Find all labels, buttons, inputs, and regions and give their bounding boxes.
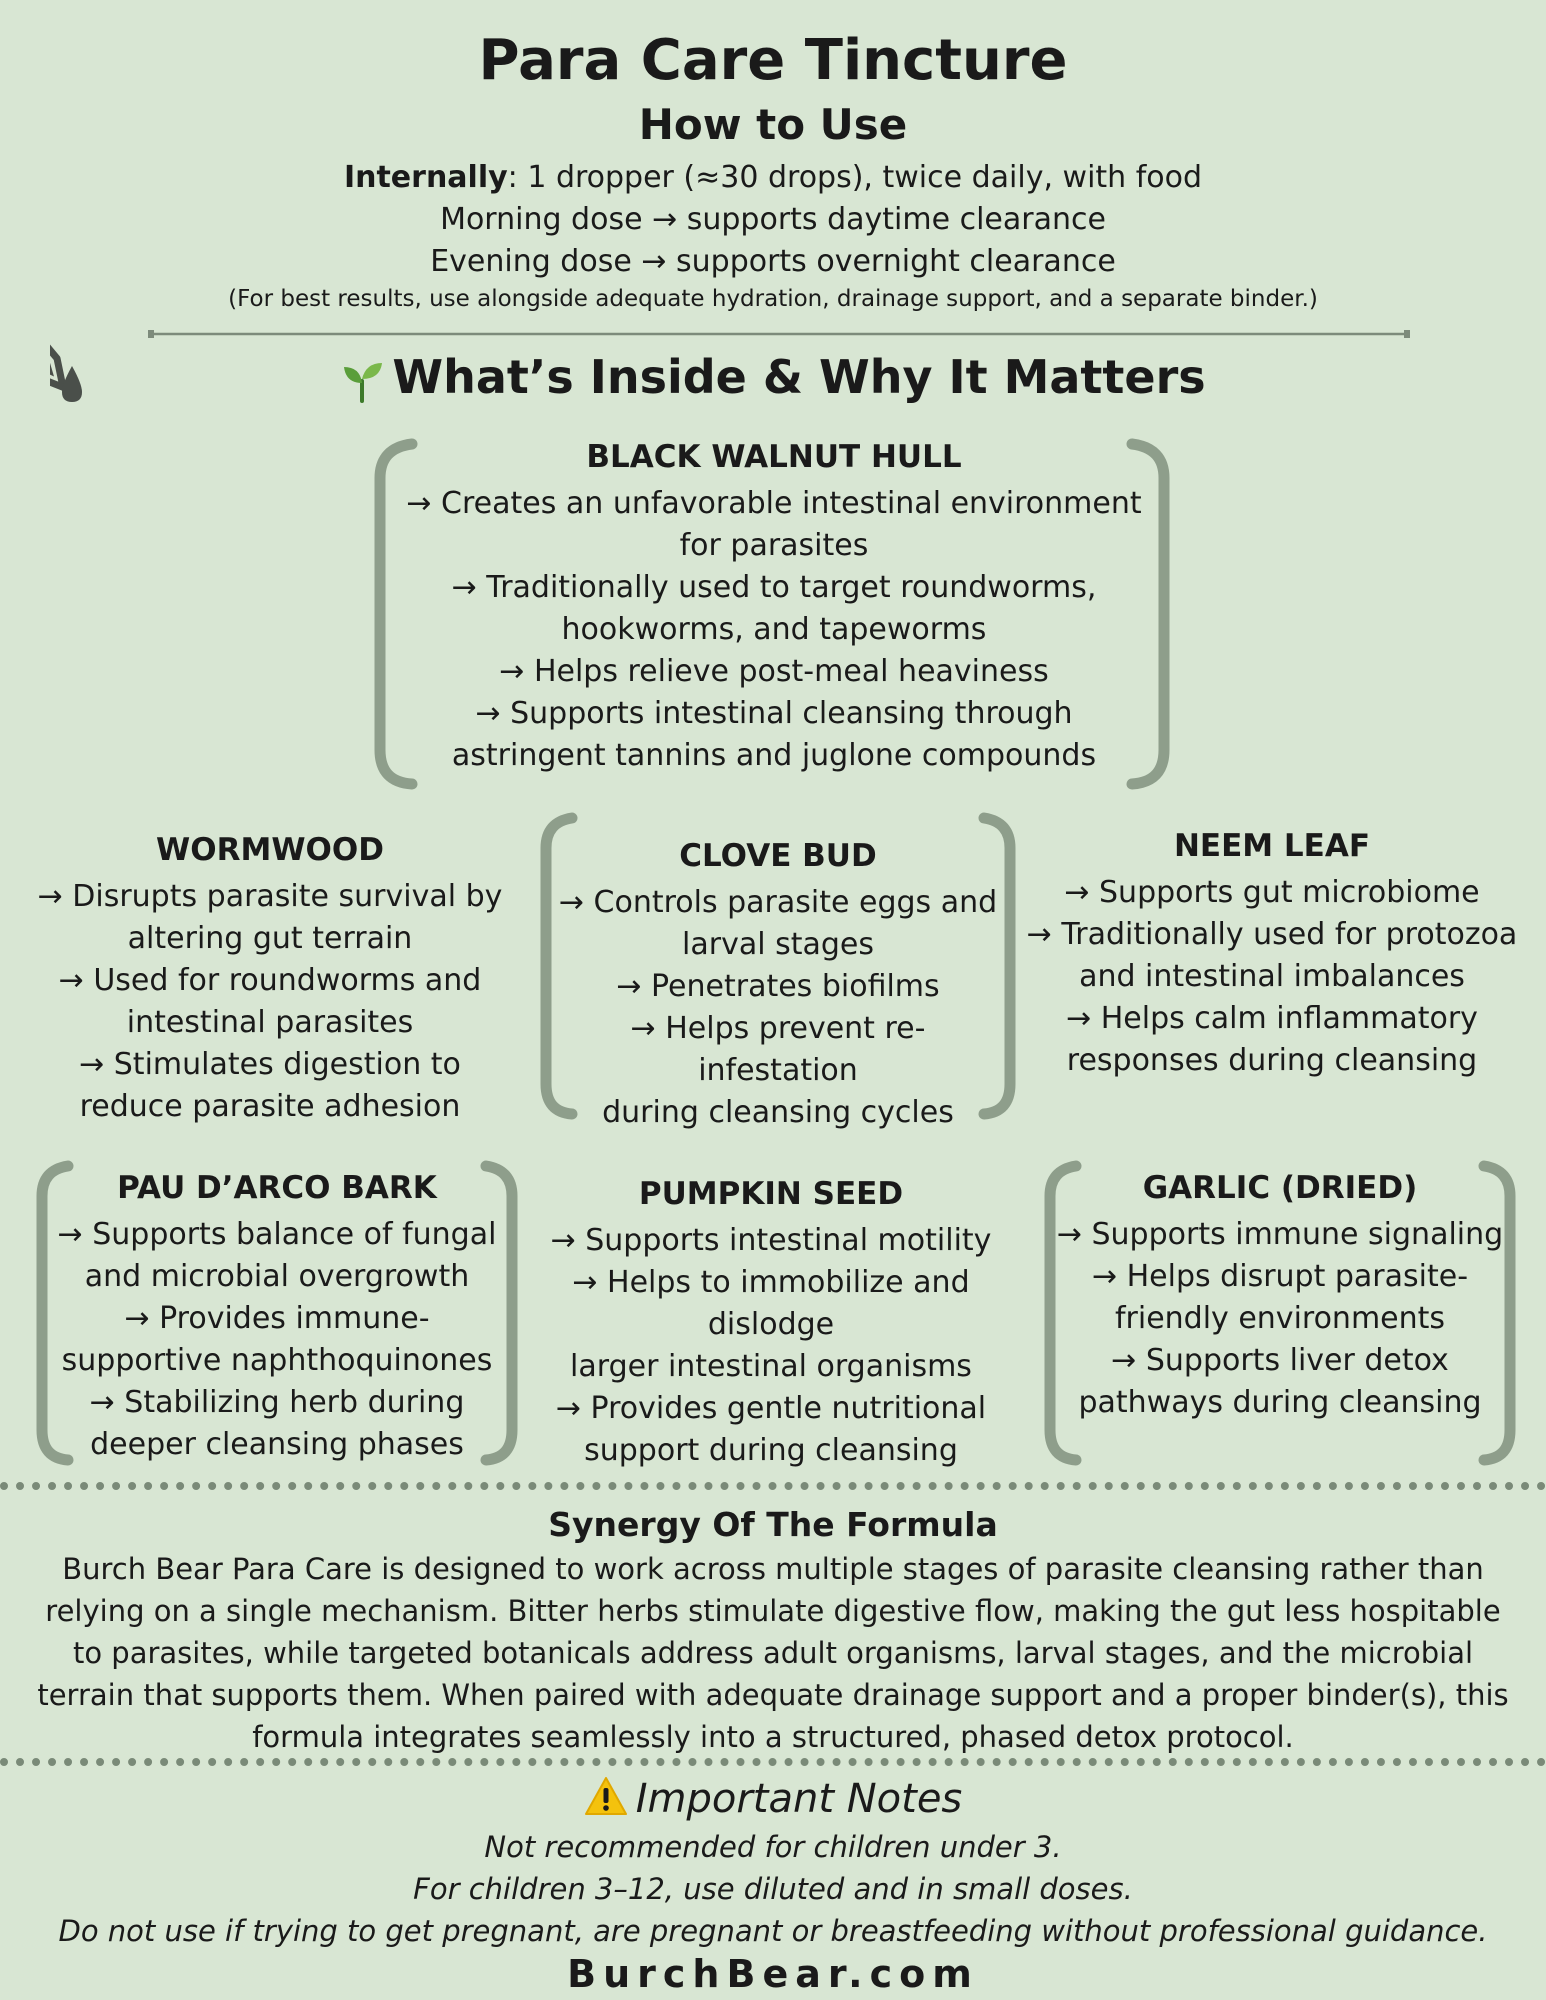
page-title: Para Care Tincture [478,28,1068,93]
ingredient-line: support during cleansing [584,1433,958,1468]
ingredient-pau-darco-bark: PAU D’ARCO BARK → Supports balance of fu… [46,1166,508,1466]
ingredient-line: → Penetrates biofilms [616,969,940,1004]
ingredient-line: → Stabilizing herb during [89,1385,465,1420]
ingredient-line: → Supports intestinal cleansing through [475,696,1073,731]
ingredient-line: → Supports liver detox [1111,1343,1449,1378]
footer-url[interactable]: BurchBear.com [567,1952,979,1996]
ingredient-line: larval stages [682,927,874,962]
ingredient-line: altering gut terrain [127,921,413,956]
ingredient-line: pathways during cleansing [1078,1385,1482,1420]
ingredient-name: NEEM LEAF [1173,828,1371,864]
note-line: Not recommended for children under 3. [484,1830,1062,1864]
ingredient-line: → Used for roundworms and [58,963,482,998]
ingredient-line: → Disrupts parasite survival by [37,879,503,914]
dotted-divider [0,1758,1546,1766]
page-subtitle: How to Use [638,100,908,149]
ingredient-line: astringent tannins and juglone compounds [451,738,1097,773]
ingredient-line: → Supports immune signaling [1056,1217,1504,1252]
ingredient-line: → Helps calm inflammatory [1066,1001,1478,1036]
ingredient-line: friendly environments [1114,1301,1446,1336]
ingredient-name: PAU D’ARCO BARK [117,1170,437,1206]
bracket-clove-bud [540,812,1016,1120]
ingredient-line: → Creates an unfavorable intestinal envi… [406,486,1142,521]
ingredient-line: and intestinal imbalances [1079,959,1465,994]
usage-evening: Evening dose → supports overnight cleara… [430,244,1116,279]
warning-icon [584,1777,627,1815]
ingredient-line: → Provides gentle nutritional [555,1391,987,1426]
ingredient-line: responses during cleansing [1066,1043,1478,1078]
ingredient-pumpkin-seed: PUMPKIN SEED → Supports intestinal motil… [516,1172,1026,1472]
note-line: Do not use if trying to get pregnant, ar… [58,1914,1488,1948]
usage-internal-label: Internally [343,160,508,195]
ingredient-name: WORMWOOD [156,832,384,868]
synergy-text: Burch Bear Para Care is designed to work… [37,1552,1509,1754]
notes-title-text: Important Notes [635,1776,963,1822]
ingredient-line: → Stimulates digestion to [79,1047,461,1082]
ingredient-line: → Supports gut microbiome [1064,875,1480,910]
ingredient-neem-leaf: NEEM LEAF → Supports gut microbiome → Tr… [1016,824,1528,1082]
ingredient-line: → Helps relieve post-meal heaviness [499,654,1049,689]
bracket-pau-darco [36,1160,518,1466]
ingredient-line: larger intestinal organisms [570,1349,972,1384]
ingredient-line: → Helps prevent re-infestation [630,1011,926,1088]
usage-note: (For best results, use alongside adequat… [228,286,1318,312]
ingredient-line: intestinal parasites [126,1005,414,1040]
ingredient-line: hookworms, and tapeworms [561,612,987,647]
section-title: What’s Inside & Why It Matters [0,350,1546,404]
notes-title: Important Notes [0,1776,1546,1822]
ingredient-name: GARLIC (DRIED) [1142,1170,1418,1206]
ingredient-clove-bud: CLOVE BUD → Controls parasite eggs and l… [552,834,1004,1134]
synergy-title: Synergy Of The Formula [548,1505,998,1544]
bracket-garlic [1044,1160,1516,1466]
ingredient-line: → Helps disrupt parasite- [1091,1259,1469,1294]
section-title-text: What’s Inside & Why It Matters [392,350,1206,404]
ingredient-line: → Traditionally used for protozoa [1026,917,1518,952]
dotted-divider [0,1482,1546,1490]
ingredient-wormwood: WORMWOOD → Disrupts parasite survival by… [20,828,520,1128]
usage-internal-text: : 1 dropper (≈30 drops), twice daily, wi… [507,160,1203,195]
ingredient-line: → Provides immune- [124,1301,430,1336]
header-divider [148,330,1410,338]
ingredient-name: PUMPKIN SEED [638,1176,904,1212]
ingredient-line: supportive naphthoquinones [61,1343,493,1378]
ingredient-name: BLACK WALNUT HULL [586,439,962,475]
ingredient-line: and microbial overgrowth [84,1259,470,1294]
ingredient-line: during cleansing cycles [602,1095,954,1130]
bracket-black-walnut [374,438,1170,790]
ingredient-name: CLOVE BUD [679,838,877,874]
sprout-icon [344,362,383,403]
ingredient-line: deeper cleansing phases [90,1427,464,1462]
ingredient-line: → Helps to immobilize and dislodge [572,1265,970,1342]
dropper-icon [50,125,82,402]
ingredient-line: → Controls parasite eggs and [558,885,998,920]
ingredient-line: for parasites [679,528,869,563]
ingredient-line: → Traditionally used to target roundworm… [451,570,1097,605]
ingredient-black-walnut-hull: BLACK WALNUT HULL → Creates an unfavorab… [400,435,1148,777]
usage-internal: Internally: 1 dropper (≈30 drops), twice… [0,160,1546,195]
usage-morning: Morning dose → supports daytime clearanc… [440,202,1106,237]
ingredient-garlic-dried: GARLIC (DRIED) → Supports immune signali… [1054,1166,1506,1424]
ingredient-line: → Supports intestinal motility [550,1223,992,1258]
ingredient-line: reduce parasite adhesion [79,1089,461,1124]
ingredient-line: → Supports balance of fungal [57,1217,497,1252]
note-line: For children 3–12, use diluted and in sm… [413,1872,1133,1906]
